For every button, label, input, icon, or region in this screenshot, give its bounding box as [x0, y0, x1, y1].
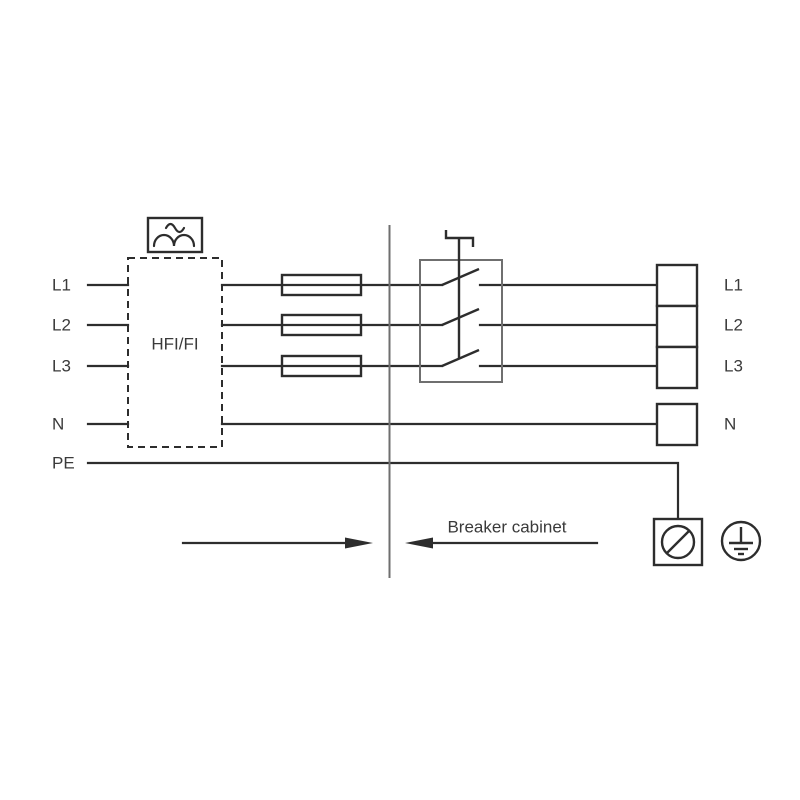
boundary-arrows: Breaker cabinet: [181, 518, 599, 549]
rcd-label: HFI/FI: [151, 335, 198, 354]
left-label-l1: L1: [52, 276, 71, 295]
left-label-pe: PE: [52, 454, 75, 473]
earth-terminal-slash: [666, 530, 690, 554]
left-pointing-arrowhead-icon: [405, 537, 433, 549]
switch-blade-l2: [441, 307, 480, 327]
left-label-n: N: [52, 415, 64, 434]
three-pole-switch-icon: [419, 230, 503, 383]
right-label-l3: L3: [724, 357, 743, 376]
left-label-l3: L3: [52, 357, 71, 376]
boundary-label: Breaker cabinet: [447, 518, 566, 537]
wire-pe: [86, 461, 680, 521]
protective-earth-circle: [720, 520, 762, 562]
left-label-l2: L2: [52, 316, 71, 335]
terminal-block-n: [655, 402, 699, 447]
right-label-l1: L1: [724, 276, 743, 295]
earth-terminal-circle: [660, 524, 696, 560]
rcd-test-symbol-icon: [146, 216, 204, 254]
right-label-n: N: [724, 415, 736, 434]
fuse-group: [280, 273, 363, 378]
supply-wires: [86, 283, 680, 521]
rcd-outline: [127, 257, 223, 448]
right-terminal-labels: L1 L2 L3 N: [724, 276, 743, 434]
terminal-block-l2: [655, 304, 699, 349]
terminal-block-l1: [655, 263, 699, 308]
terminal-blocks: [655, 263, 699, 447]
right-pointing-arrowhead-icon: [345, 537, 373, 549]
switch-blade-l1: [441, 267, 480, 287]
right-label-l2: L2: [724, 316, 743, 335]
left-terminal-labels: L1 L2 L3 N PE: [52, 276, 75, 473]
protective-earth-icon: [720, 520, 762, 562]
sine-wave-icon: [164, 222, 186, 234]
earth-terminal-icon: [652, 517, 704, 567]
switch-enclosure: [419, 259, 503, 383]
rcd-block: HFI/FI: [127, 257, 223, 448]
terminal-block-l3: [655, 345, 699, 390]
switch-blade-l3: [441, 348, 480, 368]
double-hump-icon: [152, 233, 196, 248]
